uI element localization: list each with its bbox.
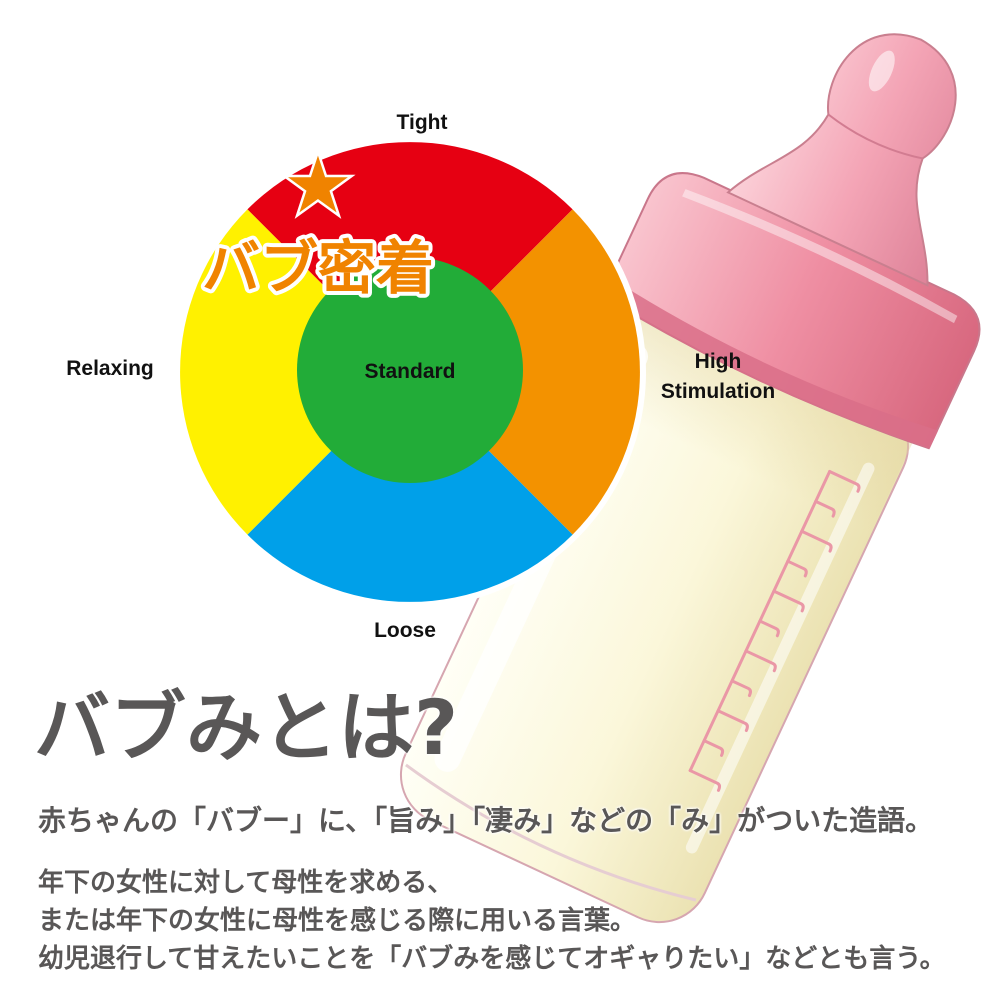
- bottle-nipple: [726, 33, 957, 287]
- wheel-segment-left: [180, 209, 410, 535]
- wheel-label-right-line2: Stimulation: [661, 380, 775, 403]
- page-title: バブみとは?: [34, 683, 459, 772]
- description: 年下の女性に対して母性を求める、 または年下の女性に母性を感じる際に用いる言葉。…: [38, 864, 946, 978]
- bottle-nipple-shine: [868, 50, 895, 92]
- bottle-tick: [730, 679, 752, 698]
- bottle-tick: [744, 649, 777, 673]
- wheel-label-right-line1: High: [695, 350, 742, 373]
- bottle-tick: [758, 619, 780, 638]
- bottle-tick: [814, 499, 836, 518]
- definition-text: 赤ちゃんの「バブー」に、「旨み」「凄み」などの「み」がついた造語。: [38, 804, 934, 837]
- wheel-label-left: Relaxing: [66, 357, 154, 380]
- description-line: 年下の女性に対して母性を求める、: [38, 868, 454, 898]
- highlight-badge: バブ密着: [202, 234, 434, 302]
- bottle-measurement-marks: [688, 469, 861, 792]
- wheel-center: [297, 257, 523, 483]
- bottle-cap-rim: [601, 277, 939, 449]
- bottle-body-shade: [575, 285, 922, 532]
- baby-bottle: [399, 33, 981, 924]
- wheel-center-label: Standard: [364, 360, 455, 383]
- bottle-bottom-rim: [405, 763, 697, 902]
- feature-wheel: Standard Tight High Stimulation Loose Re…: [66, 111, 775, 642]
- bottle-tick: [772, 589, 805, 613]
- bottle-tick: [702, 739, 725, 757]
- description-line: 幼児退行して甘えたいことを「バブみを感じてオギャりたい」などとも言う。: [38, 944, 946, 974]
- star-icon: ★: [283, 141, 353, 231]
- bottle-tick: [828, 469, 861, 493]
- wheel-segment-right: [410, 209, 640, 535]
- bottle-cap-shine: [682, 189, 958, 324]
- wheel-segment-bottom: [247, 372, 573, 602]
- description-line: または年下の女性に母性を感じる際に用いる言葉。: [38, 906, 637, 936]
- bottle-tick: [786, 559, 808, 578]
- wheel-label-bottom: Loose: [374, 619, 436, 642]
- wheel-label-top: Tight: [397, 111, 448, 134]
- bottle-highlight: [685, 462, 875, 854]
- bottle-tick: [800, 529, 833, 553]
- bottle-nipple-neck: [827, 113, 923, 160]
- bottle-tick: [716, 709, 749, 733]
- bottle-tick: [688, 769, 721, 792]
